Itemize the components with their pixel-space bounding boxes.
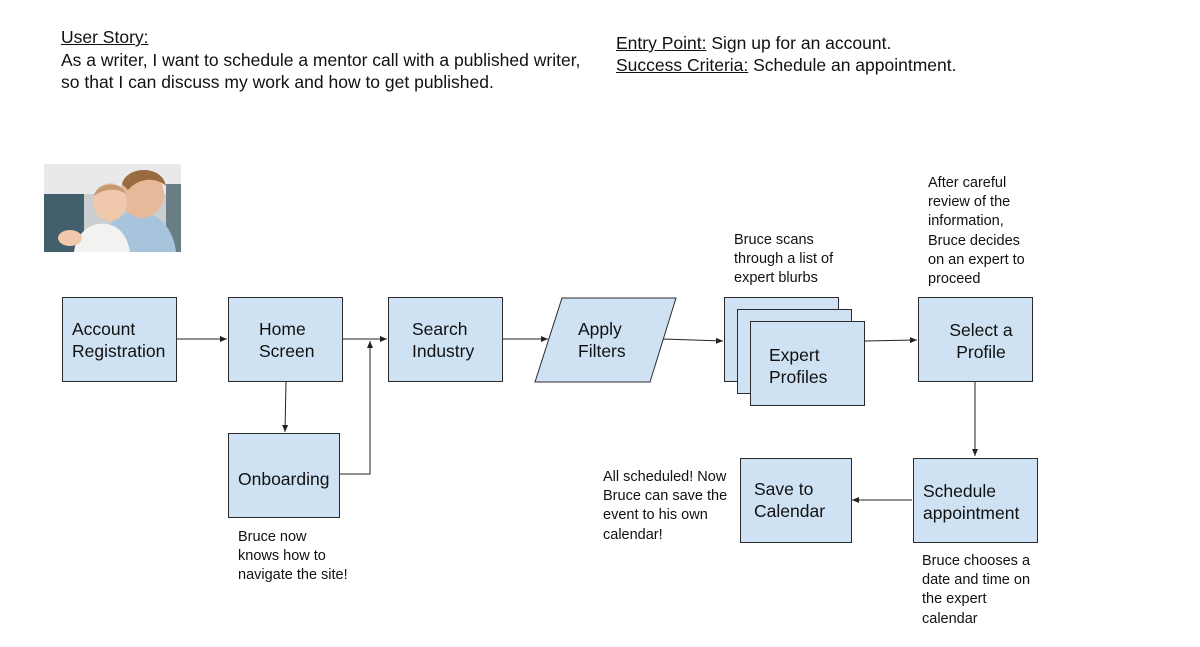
success-criteria-label: Success Criteria:: [616, 55, 749, 75]
persona-photo-illustration: [44, 164, 181, 252]
user-story: User Story: As a writer, I want to sched…: [61, 26, 581, 94]
entry-success-block: Entry Point: Sign up for an account. Suc…: [616, 32, 1036, 76]
node-home-screen-label: Home Screen: [259, 319, 315, 361]
note-select-decision: After careful review of the information,…: [928, 175, 1025, 288]
persona-photo: [44, 164, 181, 252]
arrow-profiles-to-select: [864, 337, 918, 344]
node-search-industry-label: Search Industry: [412, 319, 475, 361]
entry-point-label: Entry Point:: [616, 33, 707, 53]
node-save-to-calendar-label: Save to Calendar: [754, 479, 826, 521]
node-save-to-calendar: Save to Calendar: [740, 458, 852, 543]
entry-point-text: Sign up for an account.: [706, 33, 892, 53]
node-onboarding-label: Onboarding: [238, 469, 330, 489]
node-account-registration: Account Registration: [62, 297, 177, 382]
note-onboarding: Bruce now knows how to navigate the site…: [238, 529, 348, 584]
arrow-home-to-onboarding: [282, 381, 289, 433]
node-apply-filters-label: Apply Filters: [578, 319, 626, 361]
node-expert-profiles: Expert Profiles: [750, 321, 865, 406]
node-onboarding: Onboarding: [228, 433, 340, 518]
note-schedule-choice: Bruce chooses a date and time on the exp…: [922, 553, 1031, 627]
apply-filters-shape: [534, 297, 677, 383]
success-criteria-text: Schedule an appointment.: [748, 55, 957, 75]
node-expert-profiles-label: Expert Profiles: [769, 345, 828, 387]
node-home-screen: Home Screen: [228, 297, 343, 382]
success-criteria-line: Success Criteria: Schedule an appointmen…: [616, 54, 1036, 76]
node-select-profile: Select a Profile: [918, 297, 1033, 382]
user-story-text: As a writer, I want to schedule a mentor…: [61, 49, 581, 93]
user-story-label: User Story:: [61, 27, 149, 47]
note-scheduled: All scheduled! Now Bruce can save the ev…: [603, 469, 728, 543]
arrow-onboarding-to-search: [340, 341, 373, 475]
node-account-registration-label: Account Registration: [72, 319, 166, 361]
node-search-industry: Search Industry: [388, 297, 503, 382]
node-schedule-appointment: Schedule appointment: [913, 458, 1038, 543]
note-expert-scan: Bruce scans through a list of expert blu…: [734, 232, 834, 287]
entry-point-line: Entry Point: Sign up for an account.: [616, 32, 1036, 54]
arrow-filters-to-profiles: [662, 337, 724, 344]
node-select-profile-label: Select a Profile: [949, 320, 1013, 362]
node-schedule-appointment-label: Schedule appointment: [923, 481, 1020, 523]
